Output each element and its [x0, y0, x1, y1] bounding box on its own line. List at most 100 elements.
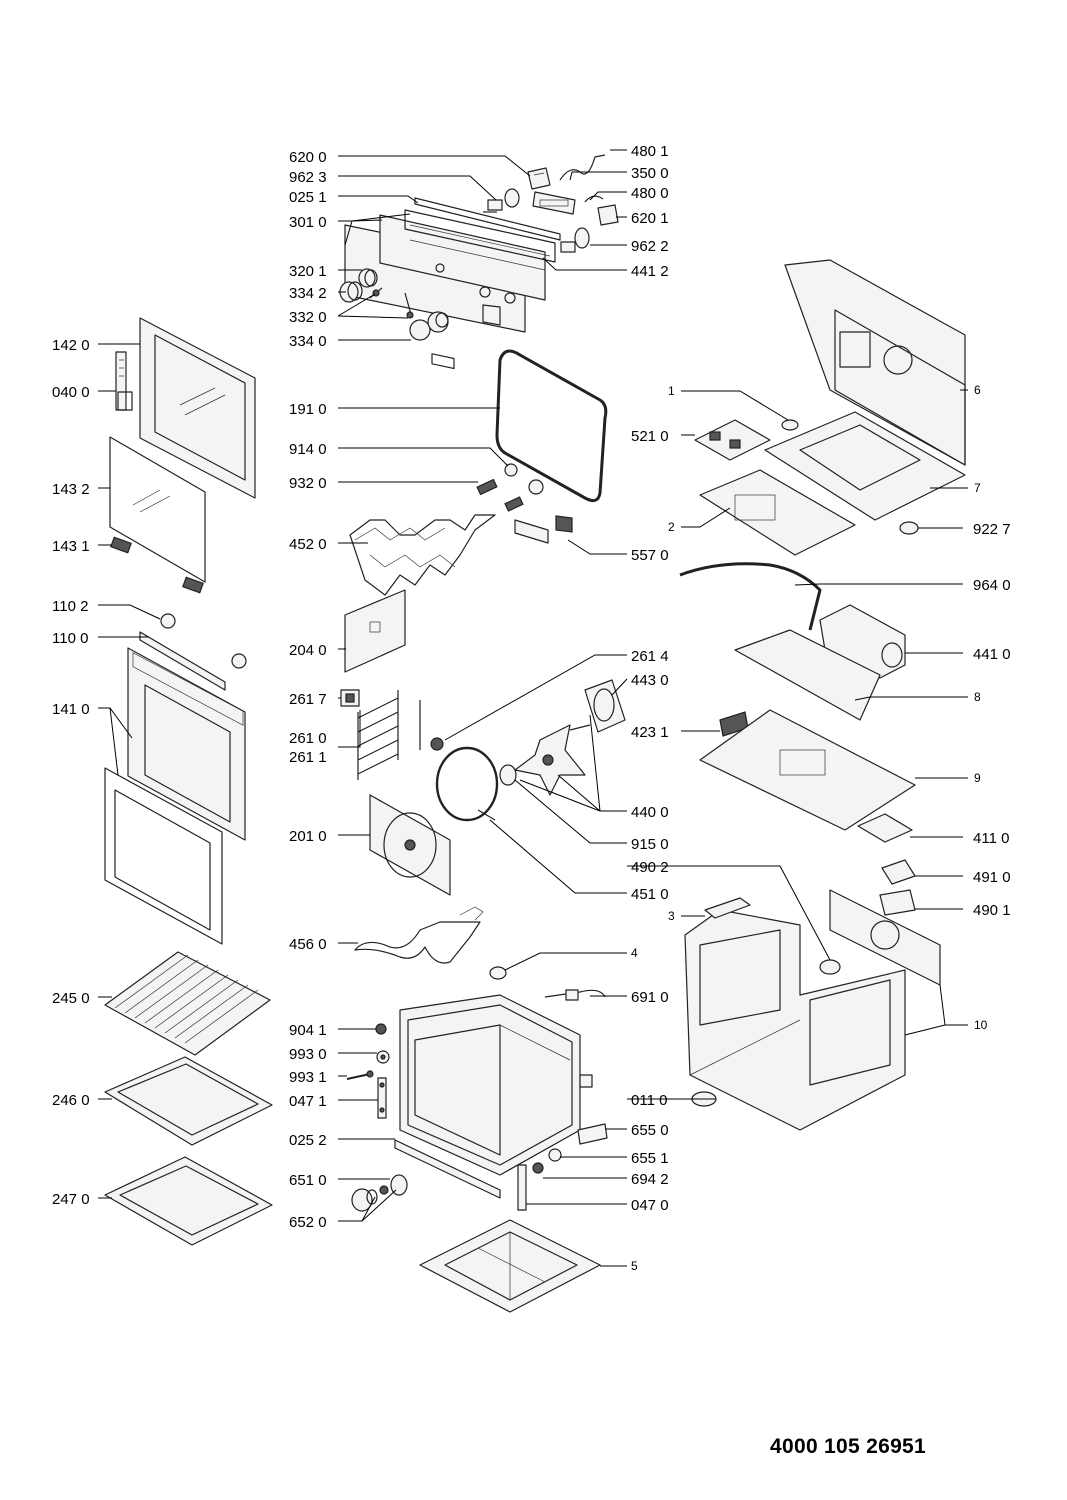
label-620-1: 620 1 — [631, 210, 669, 227]
label-691-0: 691 0 — [631, 989, 669, 1006]
board-350-0 — [532, 191, 576, 215]
label-480-0: 480 0 — [631, 185, 669, 202]
bottom-element-456 — [354, 906, 484, 964]
label-301-0: 301 0 — [289, 214, 327, 231]
label-191-0: 191 0 — [289, 401, 327, 418]
label-423-1: 423 1 — [631, 724, 669, 741]
label-620-0: 620 0 — [289, 149, 327, 166]
lamp-655 — [532, 1123, 608, 1174]
callout-10: 10 — [974, 1018, 988, 1032]
fan-motor-443 — [569, 679, 626, 733]
knob-334-2 — [339, 281, 363, 303]
label-261-1: 261 1 — [289, 749, 327, 766]
hinge — [115, 351, 133, 411]
label-441-0: 441 0 — [973, 646, 1011, 663]
label-040-0: 040 0 — [52, 384, 90, 401]
label-261-0: 261 0 — [289, 730, 327, 747]
label-245-0: 245 0 — [52, 990, 90, 1007]
fan-cover-201 — [369, 794, 451, 896]
label-491-0: 491 0 — [973, 869, 1011, 886]
label-320-1: 320 1 — [289, 263, 327, 280]
label-261-4: 261 4 — [631, 648, 669, 665]
terminal-411 — [857, 813, 913, 843]
label-141-0: 141 0 — [52, 701, 90, 718]
callout-6: 6 — [974, 383, 981, 397]
label-025-1: 025 1 — [289, 189, 327, 206]
label-490-2: 490 2 — [631, 859, 669, 876]
label-047-0: 047 0 — [631, 1197, 669, 1214]
element-3 — [704, 897, 751, 919]
tube-964 — [679, 562, 822, 631]
leader-lines — [98, 149, 968, 1267]
callout-7: 7 — [974, 481, 981, 495]
label-915-0: 915 0 — [631, 836, 669, 853]
plate-9 — [699, 709, 916, 831]
baking-tray — [104, 1056, 273, 1146]
label-204-0: 204 0 — [289, 642, 327, 659]
deep-tray — [104, 1156, 273, 1246]
label-993-1: 993 1 — [289, 1069, 327, 1086]
callout-3: 3 — [668, 909, 675, 923]
callout-8: 8 — [974, 690, 981, 704]
back-panel-6 — [784, 259, 966, 466]
oven-cavity — [399, 994, 593, 1176]
label-922-7: 922 7 — [973, 521, 1011, 538]
label-350-0: 350 0 — [631, 165, 669, 182]
knob-320-1 — [358, 268, 378, 288]
bracket-8 — [734, 629, 881, 721]
label-655-1: 655 1 — [631, 1150, 669, 1167]
board-521 — [694, 419, 771, 461]
thermostat-4902 — [819, 959, 841, 975]
knobs-651-652 — [351, 1174, 408, 1212]
knob-962-3 — [483, 188, 520, 213]
door-gasket — [495, 349, 608, 503]
fan-blade-440 — [514, 724, 586, 796]
label-962-3: 962 3 — [289, 169, 327, 186]
label-110-0: 110 0 — [52, 630, 88, 647]
casing-10 — [684, 889, 941, 1131]
label-201-0: 201 0 — [289, 828, 327, 845]
callout-2: 2 — [668, 520, 675, 534]
part-labels: 620 0 962 3 025 1 301 0 320 1 334 2 332 … — [52, 143, 1011, 1273]
parts-914-932 — [476, 463, 544, 512]
label-440-0: 440 0 — [631, 804, 669, 821]
glass-clips — [110, 536, 204, 594]
label-047-1: 047 1 — [289, 1093, 327, 1110]
label-334-2: 334 2 — [289, 285, 327, 302]
callout-9: 9 — [974, 771, 981, 785]
label-904-1: 904 1 — [289, 1022, 327, 1039]
label-452-0: 452 0 — [289, 536, 327, 553]
fan-nut-2614 — [430, 737, 444, 751]
bottom-plate-5 — [419, 1219, 601, 1313]
label-011-0: 011 0 — [631, 1092, 667, 1109]
wire-rack — [104, 951, 271, 1056]
grommet-1 — [781, 419, 799, 431]
label-261-7: 261 7 — [289, 691, 327, 708]
label-480-1: 480 1 — [631, 143, 669, 160]
label-334-0: 334 0 — [289, 333, 327, 350]
label-456-0: 456 0 — [289, 936, 327, 953]
top-plate-7 — [764, 411, 966, 521]
label-521-0: 521 0 — [631, 428, 669, 445]
label-557-0: 557 0 — [631, 547, 669, 564]
board-4901 — [879, 889, 916, 916]
control-panel-group — [339, 154, 619, 370]
bumper-disc — [160, 613, 247, 669]
door-back-panel — [104, 767, 223, 945]
label-247-0: 247 0 — [52, 1191, 90, 1208]
label-143-2: 143 2 — [52, 481, 90, 498]
inner-glass — [109, 436, 206, 583]
label-962-2: 962 2 — [631, 238, 669, 255]
terminal-491 — [881, 859, 916, 885]
label-932-0: 932 0 — [289, 475, 327, 492]
label-652-0: 652 0 — [289, 1214, 327, 1231]
label-651-0: 651 0 — [289, 1172, 327, 1189]
knob-334-0 — [409, 311, 449, 341]
callout-4: 4 — [631, 946, 638, 960]
label-443-0: 443 0 — [631, 672, 669, 689]
label-441-2: 441 2 — [631, 263, 669, 280]
label-025-2: 025 2 — [289, 1132, 327, 1149]
label-694-2: 694 2 — [631, 1171, 669, 1188]
latch-0471 — [377, 1077, 387, 1119]
